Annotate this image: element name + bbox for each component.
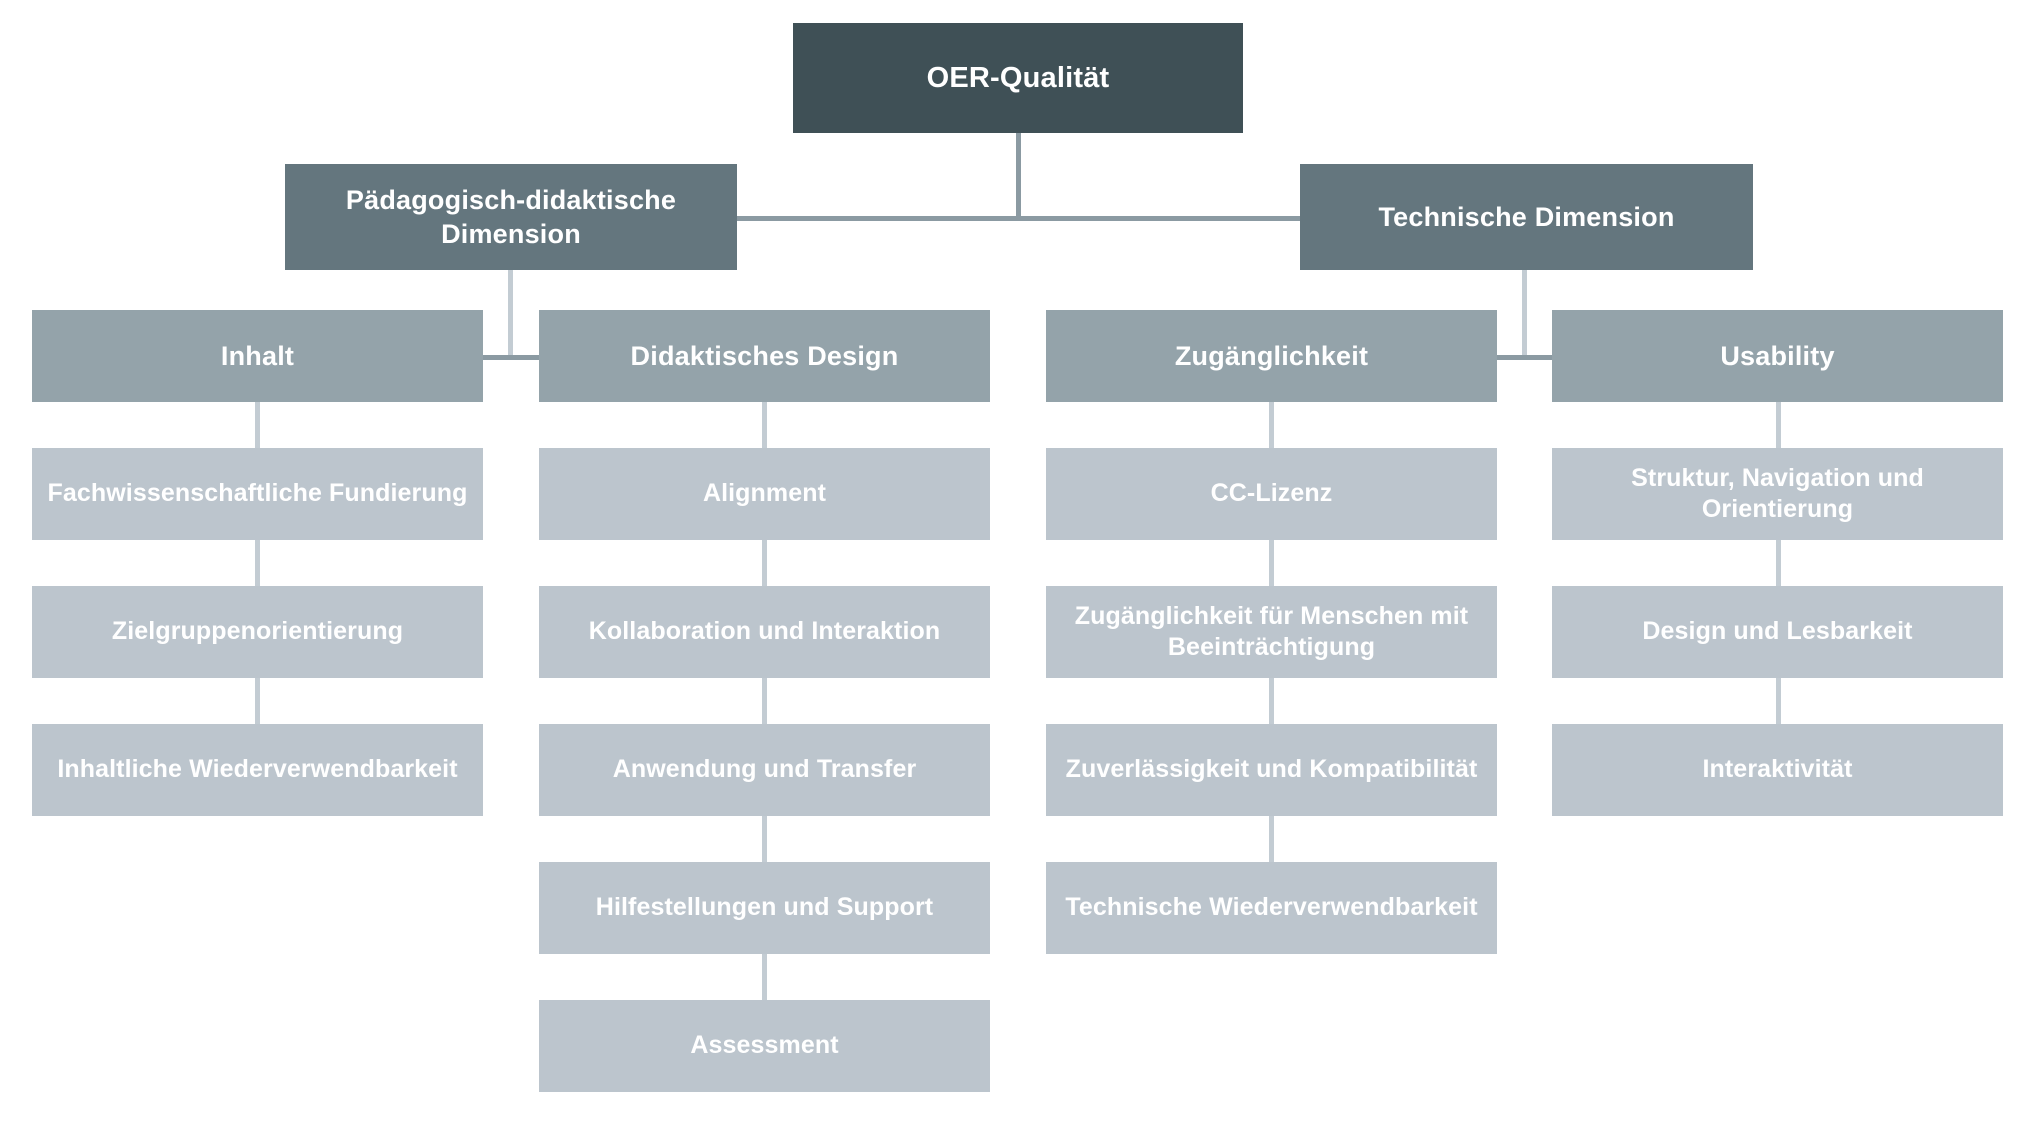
connector-dim-pedagogical-stem bbox=[508, 270, 513, 360]
node-leaf-technische-wiederverwendbarkeit[interactable]: Technische Wiederverwendbarkeit bbox=[1046, 862, 1497, 954]
connector-dim-technical-stem bbox=[1522, 270, 1527, 360]
connector-inhalt-leaf-1 bbox=[255, 402, 260, 448]
connector-didaktisches-design-leaf-1 bbox=[762, 402, 767, 448]
node-category-didaktisches-design[interactable]: Didaktisches Design bbox=[539, 310, 990, 402]
node-leaf-cc-lizenz[interactable]: CC-Lizenz bbox=[1046, 448, 1497, 540]
node-leaf-assessment[interactable]: Assessment bbox=[539, 1000, 990, 1092]
node-leaf-alignment[interactable]: Alignment bbox=[539, 448, 990, 540]
connector-dim-pedagogical-bus bbox=[481, 355, 541, 360]
connector-zugaenglichkeit-leaf-3 bbox=[1269, 678, 1274, 724]
connector-zugaenglichkeit-leaf-4 bbox=[1269, 816, 1274, 862]
connector-dim-technical-bus bbox=[1494, 355, 1554, 360]
node-leaf-interaktivitaet[interactable]: Interaktivität bbox=[1552, 724, 2003, 816]
connector-didaktisches-design-leaf-2 bbox=[762, 540, 767, 586]
connector-usability-leaf-3 bbox=[1776, 678, 1781, 724]
connector-zugaenglichkeit-leaf-1 bbox=[1269, 402, 1274, 448]
node-category-inhalt[interactable]: Inhalt bbox=[32, 310, 483, 402]
node-leaf-hilfestellungen-und-support[interactable]: Hilfestellungen und Support bbox=[539, 862, 990, 954]
connector-root-bus bbox=[735, 216, 1305, 221]
connector-didaktisches-design-leaf-4 bbox=[762, 816, 767, 862]
node-category-usability[interactable]: Usability bbox=[1552, 310, 2003, 402]
node-leaf-zielgruppenorientierung[interactable]: Zielgruppenorientierung bbox=[32, 586, 483, 678]
node-leaf-anwendung-und-transfer[interactable]: Anwendung und Transfer bbox=[539, 724, 990, 816]
connector-inhalt-leaf-3 bbox=[255, 678, 260, 724]
connector-usability-leaf-1 bbox=[1776, 402, 1781, 448]
connector-didaktisches-design-leaf-5 bbox=[762, 954, 767, 1000]
node-leaf-design-und-lesbarkeit[interactable]: Design und Lesbarkeit bbox=[1552, 586, 2003, 678]
connector-inhalt-leaf-2 bbox=[255, 540, 260, 586]
node-leaf-zuverlaessigkeit-und-kompatibilitaet[interactable]: Zuverlässigkeit und Kompatibilität bbox=[1046, 724, 1497, 816]
connector-root-stem bbox=[1016, 133, 1021, 221]
node-leaf-struktur-navigation-und-orientierung[interactable]: Struktur, Navigation und Orientierung bbox=[1552, 448, 2003, 540]
node-leaf-inhaltliche-wiederverwendbarkeit[interactable]: Inhaltliche Wiederverwendbarkeit bbox=[32, 724, 483, 816]
node-leaf-fachwissenschaftliche-fundierung[interactable]: Fachwissenschaftliche Fundierung bbox=[32, 448, 483, 540]
connector-didaktisches-design-leaf-3 bbox=[762, 678, 767, 724]
connector-usability-leaf-2 bbox=[1776, 540, 1781, 586]
node-dimension-pedagogical[interactable]: Pädagogisch-didaktische Dimension bbox=[285, 164, 737, 270]
node-dimension-technical[interactable]: Technische Dimension bbox=[1300, 164, 1753, 270]
node-category-zugaenglichkeit[interactable]: Zugänglichkeit bbox=[1046, 310, 1497, 402]
node-leaf-zugaenglichkeit-fuer-menschen-mit-beeintraechtigung[interactable]: Zugänglichkeit für Menschen mit Beeinträ… bbox=[1046, 586, 1497, 678]
connector-zugaenglichkeit-leaf-2 bbox=[1269, 540, 1274, 586]
node-oer-qualitaet[interactable]: OER-Qualität bbox=[793, 23, 1243, 133]
node-leaf-kollaboration-und-interaktion[interactable]: Kollaboration und Interaktion bbox=[539, 586, 990, 678]
